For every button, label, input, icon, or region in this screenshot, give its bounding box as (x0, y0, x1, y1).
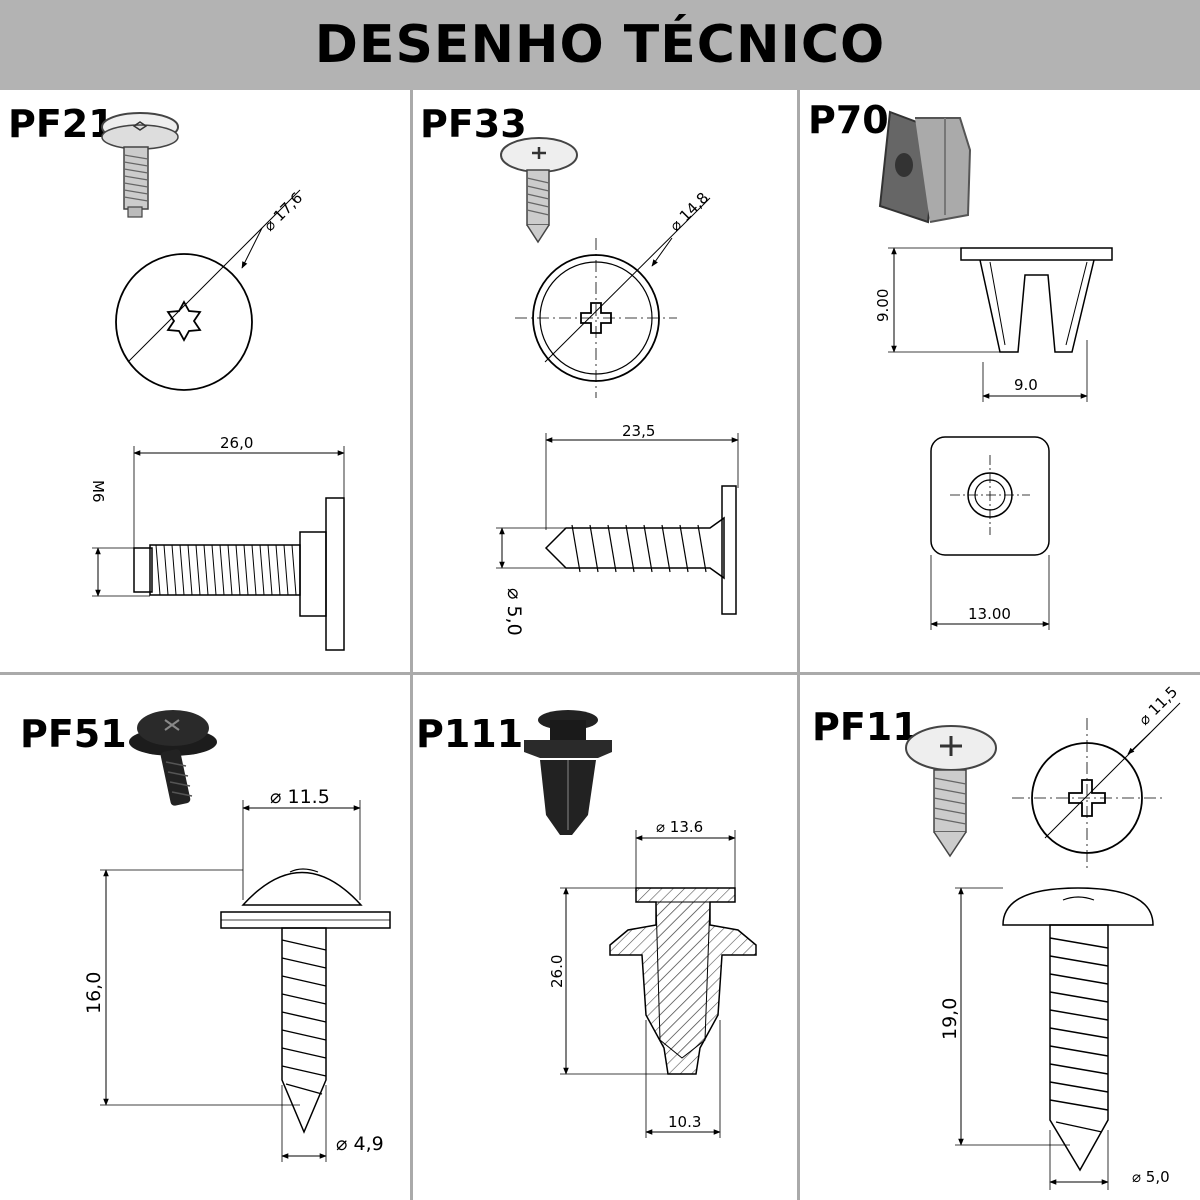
pf21-dim-length: 26,0 (220, 434, 253, 452)
pf51-drawing: ⌀ 11.5 16,0 ⌀ 4,9 (83, 710, 391, 1162)
divider-v1 (410, 90, 413, 1200)
pf33-dim-length: 23,5 (622, 422, 655, 440)
pf51-dim-shank: ⌀ 4,9 (336, 1133, 384, 1155)
p70-dim-base: 13.00 (968, 605, 1011, 623)
part-code-pf33: PF33 (420, 102, 527, 146)
part-code-pf21: PF21 (8, 102, 115, 146)
pf51-photo (129, 710, 217, 806)
part-code-pf11: PF11 (812, 705, 919, 749)
pf11-dim-shank: ⌀ 5,0 (1132, 1168, 1170, 1186)
pf21-photo (101, 112, 179, 218)
pf21-dim-thread: M6 (89, 480, 107, 503)
p111-dim-length: 26.0 (548, 955, 566, 988)
pf11-drawing: ⌀ 11,5 19,0 ⌀ 5,0 (905, 683, 1181, 1190)
drawing-grid (0, 90, 1200, 1200)
pf11-photo (905, 725, 997, 858)
p70-dim-height: 9.00 (874, 289, 892, 322)
part-code-pf51: PF51 (20, 712, 127, 756)
p111-drawing: ⌀ 13.6 26.0 10.3 (524, 710, 757, 1138)
pf33-drawing: ⌀ 14,8 23,5 ⌀ 5,0 (496, 137, 739, 636)
pf33-photo (500, 137, 578, 244)
p70-drawing: 9.00 9.0 13.00 (874, 110, 1113, 630)
divider-v2 (797, 90, 800, 1200)
p70-dim-width: 9.0 (1014, 376, 1038, 394)
part-code-p70: P70 (808, 98, 889, 142)
page-header: DESENHO TÉCNICO (0, 0, 1200, 90)
p111-dim-shank: 10.3 (668, 1113, 701, 1131)
pf21-dim-diameter: ⌀ 17,6 (260, 189, 306, 235)
pf51-dim-length: 16,0 (83, 972, 105, 1014)
divider-h (0, 672, 1200, 675)
pf33-dim-diameter: ⌀ 14,8 (666, 189, 712, 235)
page-title: DESENHO TÉCNICO (314, 15, 886, 75)
pf33-dim-shank: ⌀ 5,0 (503, 588, 525, 636)
part-code-p111: P111 (416, 712, 524, 756)
pf21-drawing: ⌀ 17,6 26,0 M6 (89, 112, 345, 651)
p70-photo (878, 110, 972, 224)
pf11-dim-diameter: ⌀ 11,5 (1135, 683, 1181, 729)
pf11-dim-length: 19,0 (939, 998, 961, 1040)
pf51-dim-diameter: ⌀ 11.5 (270, 786, 330, 808)
p111-dim-head: ⌀ 13.6 (656, 818, 703, 836)
p111-photo (524, 710, 612, 835)
